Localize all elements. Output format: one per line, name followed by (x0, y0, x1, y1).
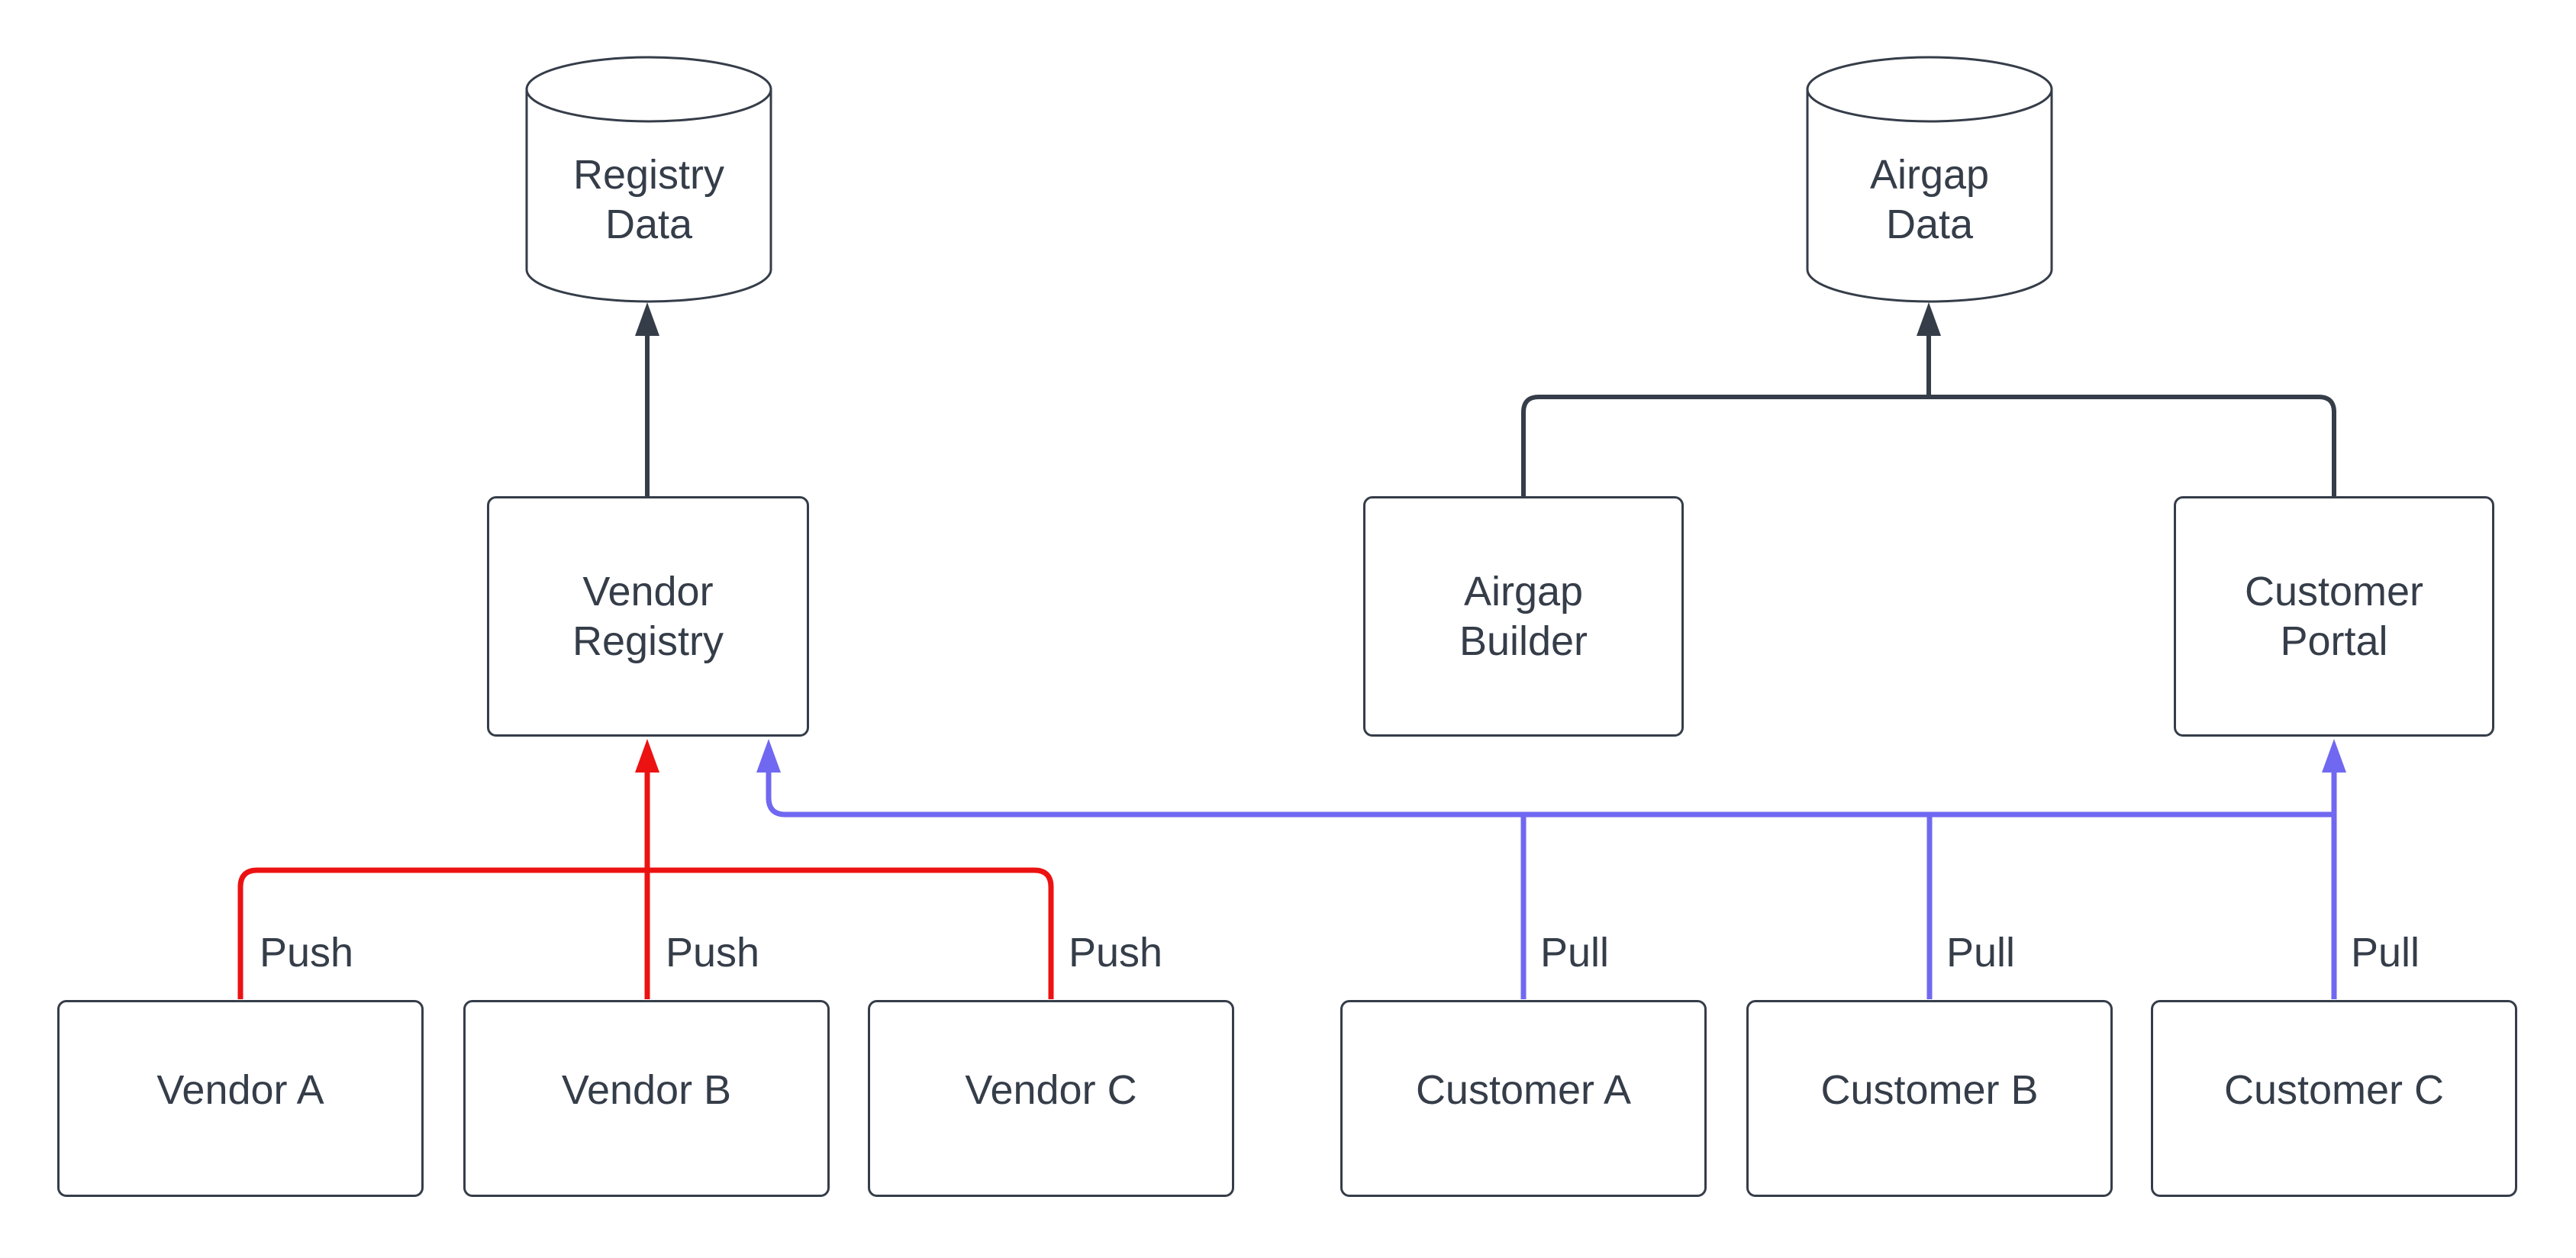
cylinder-top[interactable] (525, 56, 772, 123)
edge-vendor-c-push[interactable] (647, 867, 1054, 999)
edge-label-push-b: Push (666, 930, 760, 976)
cylinder-top[interactable] (1806, 56, 2053, 123)
arrowhead-up-icon (635, 739, 659, 773)
edge-pull-rail[interactable] (756, 739, 2334, 818)
node-vendor-a[interactable]: Vendor A (57, 1000, 424, 1197)
node-customer-a[interactable]: Customer A (1340, 1000, 1707, 1197)
node-customer-portal[interactable]: Customer Portal (2174, 496, 2494, 737)
node-airgap-builder[interactable]: Airgap Builder (1363, 496, 1684, 737)
cylinder-registry-data[interactable] (525, 56, 772, 303)
node-vendor-c[interactable]: Vendor C (868, 1000, 1234, 1197)
node-vendor-registry[interactable]: Vendor Registry (487, 496, 809, 737)
edge-label-pull-c: Pull (2351, 930, 2420, 976)
label-line: Airgap (1869, 152, 1990, 198)
edge-line[interactable] (647, 867, 1054, 999)
node-label: Customer Portal (2245, 567, 2423, 666)
airgap-data-label: Airgap Data (1807, 150, 2052, 250)
cylinder-body[interactable] (525, 89, 772, 303)
label-line: Portal (2280, 618, 2388, 664)
node-label: Airgap Builder (1459, 567, 1588, 666)
edge-vendor-a-push[interactable] (237, 867, 647, 999)
node-customer-b[interactable]: Customer B (1746, 1000, 2113, 1197)
arrowhead-up-icon (2322, 739, 2346, 773)
label-line: Data (605, 202, 693, 247)
arrowhead-up-icon (1917, 302, 1941, 336)
edge-vendor-b-push[interactable] (635, 739, 659, 999)
node-vendor-b[interactable]: Vendor B (463, 1000, 830, 1197)
node-label: Vendor Registry (572, 567, 724, 666)
label-line: Airgap (1463, 568, 1584, 614)
edge-label-push-c: Push (1069, 930, 1163, 976)
node-customer-c[interactable]: Customer C (2151, 1000, 2517, 1197)
node-label: Customer A (1415, 1066, 1632, 1113)
edge-customer-c-pull[interactable] (2322, 739, 2346, 999)
edge-line[interactable] (237, 867, 647, 999)
node-label: Customer B (1820, 1066, 2039, 1113)
edge-line[interactable] (766, 773, 2334, 818)
label-line: Registry (572, 152, 725, 198)
edge-label-pull-a: Pull (1540, 930, 1610, 976)
label-line: Customer (2244, 568, 2424, 614)
node-label: Vendor C (965, 1066, 1137, 1113)
edge-vendor-registry-to-registry-data[interactable] (635, 302, 659, 498)
label-line: Vendor (582, 568, 714, 614)
cylinder-airgap-data[interactable] (1806, 56, 2053, 303)
node-label: Vendor A (156, 1066, 324, 1113)
label-line: Data (1885, 202, 1974, 247)
edge-label-pull-b: Pull (1946, 930, 2016, 976)
edge-airgap-bracket[interactable] (1521, 302, 2336, 498)
arrowhead-up-icon (635, 302, 659, 336)
label-line: Registry (572, 618, 724, 664)
registry-data-label: Registry Data (527, 150, 771, 250)
cylinder-body[interactable] (1806, 89, 2053, 303)
label-line: Builder (1459, 618, 1588, 664)
edge-label-push-a: Push (260, 930, 354, 976)
node-label: Vendor B (561, 1066, 732, 1113)
edge-line[interactable] (1521, 395, 2336, 498)
arrowhead-up-icon (756, 739, 781, 773)
node-label: Customer C (2223, 1066, 2445, 1113)
